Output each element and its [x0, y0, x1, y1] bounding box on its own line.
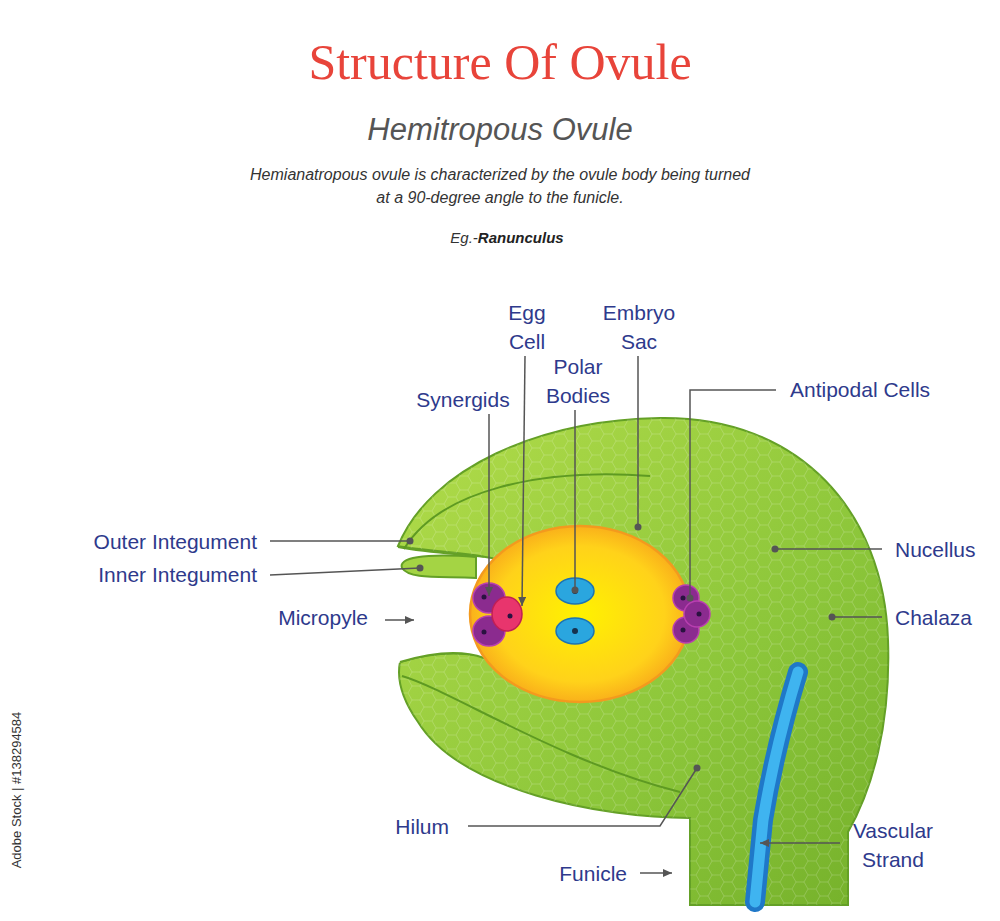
leader-dot	[772, 546, 779, 553]
leader-dot	[694, 765, 701, 772]
part-label: Polar Bodies	[546, 352, 610, 410]
antipodal-cell	[684, 601, 710, 627]
embryo-sac	[470, 526, 690, 702]
leader-lines	[270, 356, 882, 873]
nucleus	[572, 628, 578, 634]
example-species: Ranunculus	[478, 229, 564, 246]
leader-arrow	[760, 842, 840, 844]
part-label: Inner Integument	[98, 560, 257, 589]
cell-texture	[398, 418, 888, 905]
part-label: Outer Integument	[94, 527, 257, 556]
part-label: Egg Cell	[508, 298, 545, 356]
leader-line	[270, 568, 420, 575]
leader-line	[574, 410, 576, 590]
part-label: Funicle	[559, 859, 627, 888]
ovule-body	[398, 418, 888, 905]
leader-arrow	[385, 619, 414, 621]
part-label: Synergids	[416, 385, 509, 414]
part-label: Antipodal Cells	[790, 375, 930, 404]
part-label: Micropyle	[278, 603, 368, 632]
leader-line	[690, 390, 776, 598]
egg-cell	[492, 597, 522, 631]
part-label: Vascular Strand	[853, 816, 933, 874]
leader-dot	[829, 614, 836, 621]
nucleus	[482, 630, 487, 635]
nucleus	[681, 596, 686, 601]
inner-integument-lobe	[402, 556, 476, 578]
part-label: Nucellus	[895, 535, 976, 564]
leader-arrow	[488, 414, 490, 596]
nucleus	[697, 612, 702, 617]
leader-line	[832, 616, 882, 618]
leader-arrow	[522, 356, 525, 606]
polar-body	[556, 618, 594, 644]
subtitle: Hemitropous Ovule	[367, 111, 632, 149]
leader-dot	[687, 595, 694, 602]
leader-arrow	[640, 872, 672, 874]
example-prefix: Eg.-	[450, 229, 478, 246]
part-label: Hilum	[395, 812, 449, 841]
leader-dot	[407, 538, 414, 545]
part-label: Embryo Sac	[603, 298, 675, 356]
watermark: Adobe Stock | #138294584	[9, 712, 25, 869]
leader-line	[468, 768, 697, 826]
example-line: Eg.-Ranunculus	[450, 229, 563, 246]
nucleus	[681, 628, 686, 633]
leader-line	[775, 548, 882, 550]
leader-dot	[572, 587, 579, 594]
nucleus	[508, 614, 513, 619]
vascular-strand-core	[755, 672, 798, 902]
leader-line	[637, 356, 639, 527]
leader-dots	[407, 524, 836, 772]
leader-dot	[635, 524, 642, 531]
leader-line	[270, 540, 410, 542]
title: Structure Of Ovule	[0, 30, 1000, 94]
vascular-strand	[755, 672, 798, 902]
part-label: Chalaza	[895, 603, 972, 632]
caption: Hemianatropous ovule is characterized by…	[250, 163, 750, 209]
leader-dot	[417, 565, 424, 572]
nucleus	[482, 595, 487, 600]
